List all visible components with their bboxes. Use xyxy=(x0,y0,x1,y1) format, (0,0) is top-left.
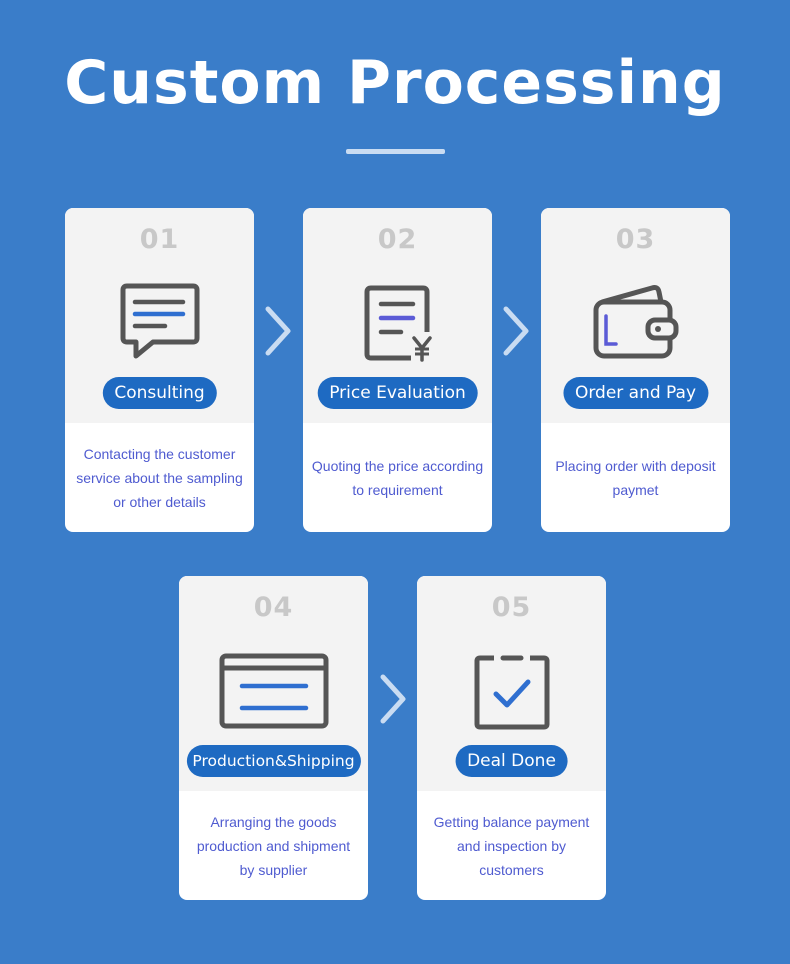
step-card-deal-done: 05 Deal Done Getting balance payment and… xyxy=(417,576,606,900)
step-label: Deal Done xyxy=(455,745,568,777)
description-line: Quoting the price according xyxy=(311,457,484,474)
wallet-icon xyxy=(590,282,682,367)
step-number: 01 xyxy=(139,224,180,255)
step-label: Price Evaluation xyxy=(317,377,478,409)
description-line: by supplier xyxy=(239,861,308,878)
description-line: Arranging the goods xyxy=(210,813,337,830)
step-number: 02 xyxy=(377,224,418,255)
step-label: Consulting xyxy=(102,377,217,409)
title-divider xyxy=(346,149,445,154)
step-description: Getting balance payment and inspection b… xyxy=(425,791,598,900)
chat-bubble-icon xyxy=(119,282,201,365)
step-card-order-and-pay: 03 Order and Pay Placing order with depo… xyxy=(541,208,730,532)
description-line: Placing order with deposit xyxy=(555,457,716,474)
step-number: 04 xyxy=(253,592,294,623)
step-description: Arranging the goods production and shipm… xyxy=(187,791,360,900)
description-line: Getting balance payment xyxy=(433,813,590,830)
description-line: paymet xyxy=(612,481,659,498)
step-number: 05 xyxy=(491,592,532,623)
step-description: Contacting the customer service about th… xyxy=(73,423,246,532)
step-card-consulting: 01 Consulting Contacting the customer se… xyxy=(65,208,254,532)
step-label: Production&Shipping xyxy=(186,745,361,777)
description-line: production and shipment xyxy=(196,837,351,854)
step-card-price-evaluation: 02 Price Evaluation Quoting the price ac… xyxy=(303,208,492,532)
chevron-right-icon xyxy=(380,674,406,724)
price-document-icon xyxy=(361,282,435,367)
description-line: or other details xyxy=(113,493,206,510)
step-description: Quoting the price according to requireme… xyxy=(311,423,484,532)
step-card-production-shipping: 04 Production&Shipping Arranging the goo… xyxy=(179,576,368,900)
window-icon xyxy=(218,652,330,735)
checklist-icon xyxy=(472,652,552,737)
step-label: Order and Pay xyxy=(562,377,709,409)
page-title: Custom Processing xyxy=(64,48,726,118)
chevron-right-icon xyxy=(265,306,291,356)
chevron-right-icon xyxy=(503,306,529,356)
description-line: service about the sampling xyxy=(76,469,243,486)
description-line: to requirement xyxy=(352,481,443,498)
description-line: and inspection by customers xyxy=(457,837,566,878)
step-number: 03 xyxy=(615,224,656,255)
description-line: Contacting the customer xyxy=(83,445,236,462)
step-description: Placing order with deposit paymet xyxy=(549,423,722,532)
